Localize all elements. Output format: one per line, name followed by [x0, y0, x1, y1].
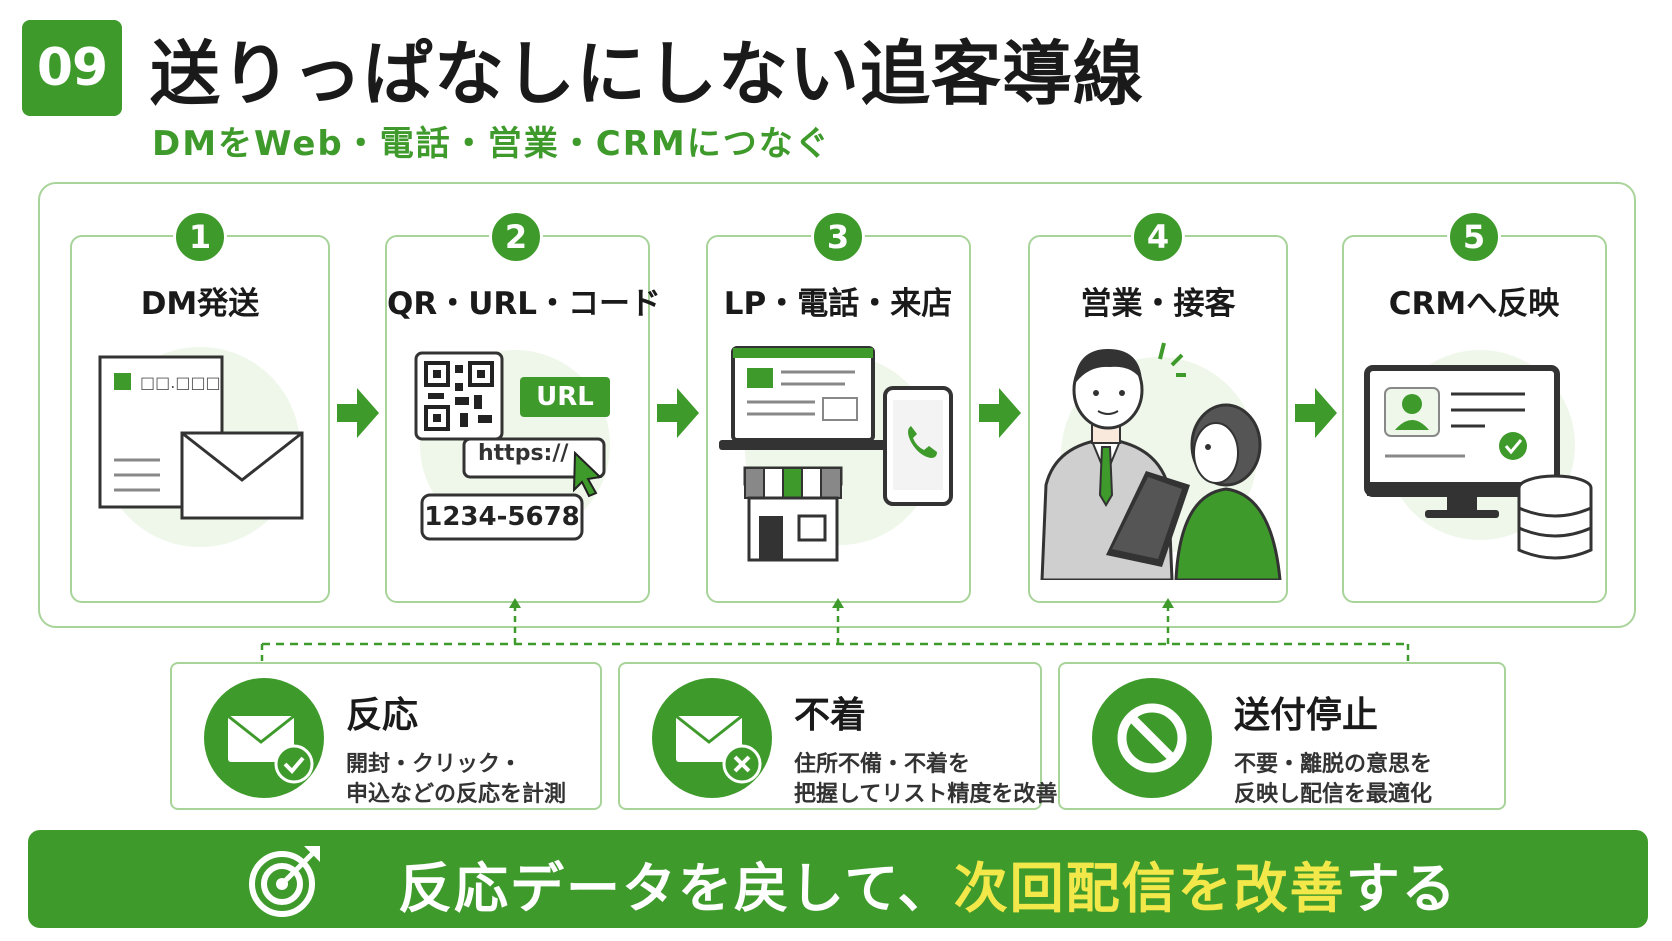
step-number-4: 4	[1131, 210, 1185, 264]
step-label-4: 営業・接客	[1080, 286, 1236, 322]
summary-text-part1: 反応データを戻して、	[398, 857, 954, 920]
code-text: 1234-5678	[424, 502, 580, 532]
feedback-desc-response-1: 開封・クリック・	[346, 752, 522, 777]
flow-arrow-3	[979, 388, 1021, 438]
step-label-5: CRMへ反映	[1388, 286, 1560, 322]
feedback-desc-undelivered-1: 住所不備・不着を	[794, 752, 971, 777]
summary-text-highlight: 次回配信を改善	[953, 857, 1346, 920]
step-number-5: 5	[1447, 210, 1501, 264]
summary-banner: 反応データを戻して、次回配信を改善する	[28, 830, 1648, 928]
step-label-1: DM発送	[140, 286, 260, 322]
page-subtitle: DMをWeb・電話・営業・CRMにつなぐ	[152, 124, 831, 164]
feedback-title-undelivered: 不着	[794, 695, 867, 736]
summary-text: 反応データを戻して、次回配信を改善する	[398, 844, 1458, 923]
step-number-1: 1	[173, 210, 227, 264]
prohibited-icon	[1092, 678, 1212, 798]
feedback-desc-stop-1: 不要・離脱の意思を	[1234, 752, 1433, 777]
page-title: 送りっぱなしにしない追客導線	[150, 33, 1144, 115]
summary-text-part2: する	[1345, 857, 1458, 920]
direct-mail-icon: □□.□□□	[98, 347, 304, 547]
step-number-2: 2	[489, 210, 543, 264]
target-icon	[249, 846, 320, 917]
feedback-desc-stop-2: 反映し配信を最適化	[1234, 782, 1433, 807]
feedback-card-stop: 送付停止 不要・離脱の意思を 反映し配信を最適化	[1058, 662, 1506, 810]
step-label-3: LP・電話・来店	[723, 286, 953, 322]
feedback-card-undelivered: 不着 住所不備・不着を 把握してリスト精度を改善	[618, 662, 1057, 810]
mail-x-icon	[652, 678, 772, 798]
flow-arrow-4	[1295, 388, 1337, 438]
feedback-title-stop: 送付停止	[1234, 695, 1379, 736]
doc-placeholder-text: □□.□□□	[140, 373, 221, 392]
feedback-card-response: 反応 開封・クリック・ 申込などの反応を計測	[170, 662, 602, 810]
qr-url-code-illustration: URL https:// 1234-5678	[400, 335, 640, 565]
feedback-connectors	[260, 598, 1410, 662]
feedback-desc-response-2: 申込などの反応を計測	[346, 782, 567, 807]
step-label-2: QR・URL・コード	[387, 286, 662, 322]
step-number-3: 3	[811, 210, 865, 264]
sales-consultation-illustration	[1040, 342, 1282, 580]
lp-phone-store-illustration	[719, 346, 953, 562]
mail-check-icon	[204, 678, 324, 798]
flow-arrow-1	[337, 388, 379, 438]
feedback-title-response: 反応	[346, 695, 419, 736]
url-field-text: https://	[478, 441, 569, 466]
crm-database-illustration	[1364, 350, 1593, 560]
url-badge-label: URL	[536, 382, 594, 412]
section-number-badge: 09	[22, 20, 122, 116]
flow-arrow-2	[657, 388, 699, 438]
feedback-desc-undelivered-2: 把握してリスト精度を改善	[794, 782, 1058, 807]
